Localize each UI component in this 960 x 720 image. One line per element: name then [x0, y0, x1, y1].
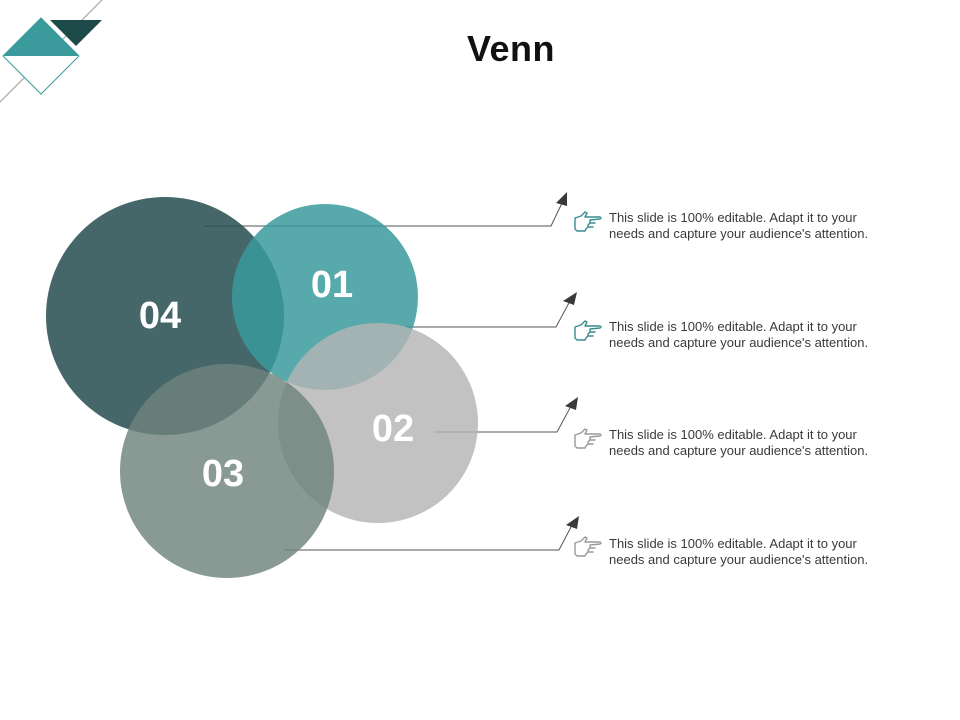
circle-03: [120, 364, 334, 578]
arrowhead-02: [565, 397, 578, 410]
leader-line-04: [205, 200, 564, 227]
venn-circles: [46, 197, 478, 578]
pointing-hand-icon: [574, 428, 602, 449]
description-line: needs and capture your audience's attent…: [609, 226, 869, 241]
pointing-hand-icon: [574, 211, 602, 232]
circle-number-03: 03: [202, 453, 244, 495]
pointing-hand-icon: [574, 320, 602, 341]
leader-line-03: [284, 524, 573, 551]
description-02: This slide is 100% editable. Adapt it to…: [609, 319, 939, 351]
leader-arrowheads: [556, 192, 579, 529]
description-line: This slide is 100% editable. Adapt it to…: [609, 210, 857, 225]
arrowhead-01: [563, 292, 577, 305]
circle-number-02: 02: [372, 408, 414, 450]
circle-number-01: 01: [311, 264, 353, 306]
corner-dark-triangle: [50, 20, 102, 46]
description-line: This slide is 100% editable. Adapt it to…: [609, 427, 857, 442]
description-line: needs and capture your audience's attent…: [609, 552, 869, 567]
description-04: This slide is 100% editable. Adapt it to…: [609, 536, 939, 568]
description-01: This slide is 100% editable. Adapt it to…: [609, 210, 939, 242]
circle-number-04: 04: [139, 295, 181, 337]
description-line: This slide is 100% editable. Adapt it to…: [609, 536, 857, 551]
pointing-hand-icon: [574, 536, 602, 557]
leader-line-01: [400, 300, 571, 328]
description-line: needs and capture your audience's attent…: [609, 443, 869, 458]
arrowhead-04: [556, 192, 567, 206]
description-line: needs and capture your audience's attent…: [609, 335, 869, 350]
arrowhead-03: [566, 516, 579, 529]
description-03: This slide is 100% editable. Adapt it to…: [609, 427, 939, 459]
description-line: This slide is 100% editable. Adapt it to…: [609, 319, 857, 334]
corner-teal-triangle: [3, 18, 79, 56]
